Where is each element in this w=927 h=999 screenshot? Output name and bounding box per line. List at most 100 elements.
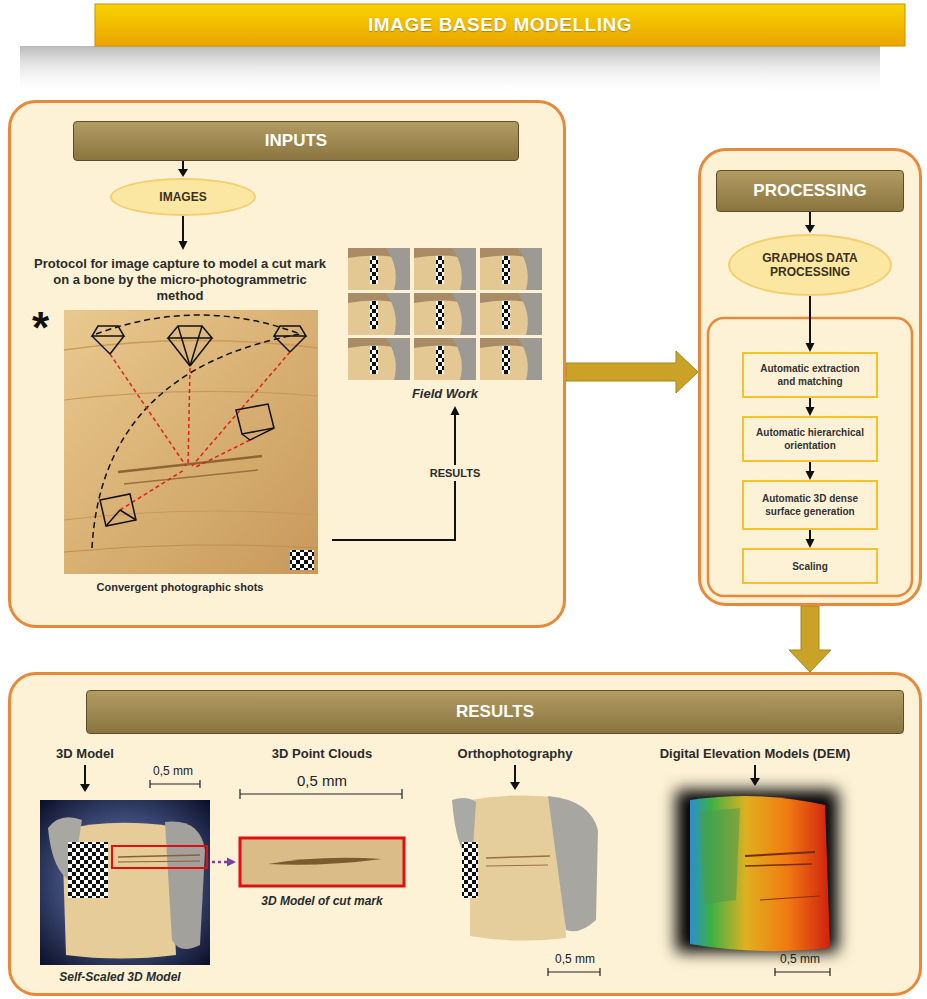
connector <box>212 858 236 867</box>
images-ellipse: IMAGES <box>110 178 256 216</box>
image-grid-pictures <box>348 338 410 380</box>
bone-photo <box>120 470 184 510</box>
layout-arrow <box>80 784 90 792</box>
bone-photo <box>118 456 262 472</box>
layout-arrow <box>754 765 756 779</box>
bone-photo <box>168 338 190 366</box>
header-bar: PROCESSING <box>716 170 904 212</box>
arrowhead <box>179 241 188 250</box>
cut-mark-picture <box>240 789 402 799</box>
block-arrow <box>789 606 831 672</box>
panel-fill <box>10 102 565 627</box>
layout-arrow <box>750 778 760 786</box>
layout-arrow <box>178 169 188 177</box>
dem-picture <box>760 896 820 900</box>
bone-photo <box>242 434 250 440</box>
node-text: GRAPHOS DATA PROCESSING <box>748 251 872 279</box>
image-grid-pictures <box>348 248 410 290</box>
model-result: 3D Model0,5 mmSelf-Scaled 3D Model <box>30 742 212 990</box>
node-text: * <box>32 306 62 350</box>
model-picture <box>112 846 207 868</box>
image-grid-pictures <box>348 293 410 335</box>
bone-photo <box>110 336 124 354</box>
connector-line <box>809 398 811 408</box>
process-step: Automatic 3D dense surface generation <box>742 480 878 530</box>
bone-photo <box>100 494 136 526</box>
arrowhead <box>451 406 460 415</box>
arrowhead <box>806 471 815 480</box>
layout-arrow <box>84 765 86 785</box>
graphos-ellipse: GRAPHOS DATA PROCESSING <box>728 234 892 296</box>
connector <box>806 530 815 548</box>
panel-fill <box>700 150 921 605</box>
bone-photo <box>124 470 258 484</box>
title: IMAGE BASED MODELLING <box>95 4 905 46</box>
node-text: Self-Scaled 3D Model <box>30 970 210 985</box>
bone-photo <box>192 352 290 466</box>
layout-arrow <box>182 160 184 170</box>
bone-photo <box>64 310 318 574</box>
connector-line <box>182 216 184 242</box>
model-picture <box>68 842 108 898</box>
bone-photo <box>92 336 110 354</box>
image-grid-pictures <box>414 248 476 290</box>
panel-fill <box>10 102 921 995</box>
connector <box>179 216 188 250</box>
arrowhead <box>806 407 815 416</box>
bone-photo <box>64 391 318 400</box>
orthophoto-picture <box>452 795 600 976</box>
bone-photo <box>64 545 318 552</box>
header-bar: INPUTS <box>73 121 519 161</box>
bone-photo <box>274 336 290 352</box>
bone-photo <box>92 326 124 336</box>
inputs-panel: INPUTS IMAGES Protocol for image capture t… <box>8 100 566 628</box>
processing-panel: PROCESSING GRAPHOS DATA PROCESSING Automat… <box>698 148 922 606</box>
arrowhead <box>227 858 236 867</box>
dem-picture <box>775 968 830 976</box>
model-picture <box>118 855 200 857</box>
node-text: Protocol for image capture to model a cu… <box>30 256 330 304</box>
image-grid-pictures <box>480 293 542 335</box>
panel-fill <box>10 674 921 995</box>
model-picture <box>165 822 205 949</box>
process-step: Scaling <box>742 548 878 584</box>
node-text: Automatic 3D dense surface generation <box>750 492 870 518</box>
node-text: Digital Elevation Models (DEM) <box>640 746 870 762</box>
bone-photo <box>188 368 190 466</box>
arrowhead <box>806 343 815 352</box>
connector <box>806 462 815 480</box>
bone-photo <box>236 404 274 434</box>
bone-photo <box>64 310 318 574</box>
orthophoto-picture <box>548 968 600 976</box>
arrowhead <box>806 539 815 548</box>
cut-mark-picture <box>268 858 382 865</box>
bone-photo <box>110 352 290 510</box>
node-text: Orthophotography <box>440 746 590 762</box>
image-grid: Field Work <box>345 246 547 406</box>
block-arrow <box>566 351 698 393</box>
model-picture <box>62 823 176 959</box>
bone-photo <box>120 510 136 520</box>
dem-picture <box>676 790 838 952</box>
bone-photo <box>190 326 202 366</box>
model-picture <box>40 780 210 965</box>
photo-protocol: Protocol for image capture to model a cu… <box>30 250 332 600</box>
node-text: Convergent photographic shots <box>50 580 310 594</box>
orthophoto-result: Orthophotography0,5 mm <box>440 742 620 990</box>
dem-picture <box>745 852 815 856</box>
node-text: 3D Point Clouds <box>236 746 408 762</box>
connector <box>806 296 815 352</box>
dem-picture <box>690 796 830 951</box>
bone-photo <box>178 326 190 366</box>
dem-picture <box>700 808 740 904</box>
node-text: Automatic extraction and matching <box>750 362 870 388</box>
connector-line <box>809 530 811 540</box>
node-text: 3D Model <box>30 746 140 762</box>
connector <box>789 606 831 672</box>
node-text: IMAGES <box>159 190 206 204</box>
layout-arrow <box>514 765 516 783</box>
dem-picture <box>676 790 838 976</box>
connector <box>566 351 698 393</box>
node-text: 3D Model of cut mark <box>236 894 408 909</box>
